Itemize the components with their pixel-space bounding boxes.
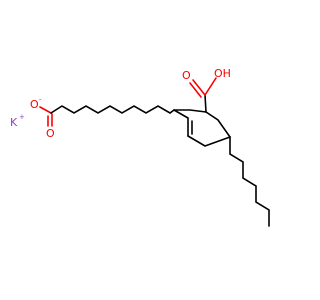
acid-hydroxyl-label: OH xyxy=(214,67,231,80)
carboxylate-oxygen-double-label: O xyxy=(46,127,55,140)
acid-c-c-bond xyxy=(204,94,207,113)
carboxylate-oxygen-single-label: O xyxy=(30,98,39,111)
carboxylate-c-o-single-bond xyxy=(39,106,52,114)
acid-oxygen-double-label: O xyxy=(182,69,191,82)
potassium-charge-label: + xyxy=(19,113,25,121)
ring-left-bonds xyxy=(173,109,189,137)
ring-lower-bonds xyxy=(187,135,231,147)
carboxylate-charge-label: - xyxy=(39,96,42,104)
acid-c-oh-bond xyxy=(204,77,217,96)
chemical-structure: K + O - O O OH xyxy=(10,67,270,227)
octyl-chain-bonds xyxy=(50,105,175,114)
structure-canvas: K + O - O O OH xyxy=(10,67,270,227)
acid-c-o-double-bond-a xyxy=(192,79,206,96)
hexyl-chain-bonds xyxy=(229,136,270,227)
potassium-atom-label: K xyxy=(10,116,18,129)
acid-c-o-double-bond-b xyxy=(189,82,202,98)
